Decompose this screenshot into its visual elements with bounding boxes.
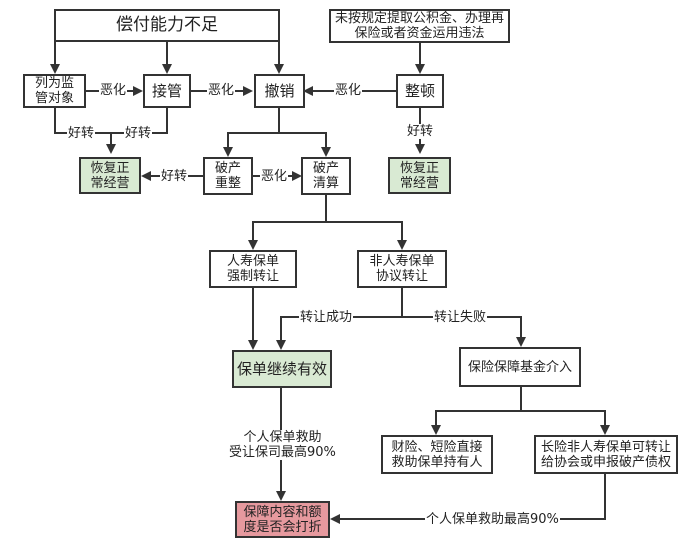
label-improve-4: 好转 [160,169,189,184]
node-pc-rescue: 财险、短险直接 救助保单持有人 [381,435,493,474]
node-takeover: 接管 [143,74,191,108]
label-improve-3: 好转 [406,124,435,139]
label-worsen-1: 恶化 [99,83,128,98]
node-reorg: 破产 重整 [203,157,253,195]
node-long-nonlife: 长险非人寿保单可转让 给协会或申报破产债权 [534,435,678,474]
label-improve-2: 好转 [124,126,153,141]
node-recover-left: 恢复正 常经营 [79,157,141,194]
node-policy-continue: 保单继续有效 [232,350,332,388]
node-discount-question: 保障内容和额 度是否会打折 [235,501,330,538]
label-transfer-success: 转让成功 [299,310,354,325]
edge-fund-split [431,387,522,435]
node-insolvency: 偿付能力不足 [54,9,280,42]
label-rescue-90-b: 个人保单救助最高90% [425,512,560,527]
edge-longnonlife-discount [330,473,606,524]
node-violation: 未按规定提取公积金、办理再 保险或者资金运用违法 [329,9,510,43]
node-recover-right: 恢复正 常经营 [388,157,451,194]
label-worsen-3: 恶化 [334,83,363,98]
label-transfer-fail: 转让失败 [433,310,488,325]
edge-revoke-split [227,107,280,153]
node-supervision: 列为监 管对象 [23,74,86,108]
label-improve-1: 好转 [67,126,96,141]
edge-liquidation-split [248,195,327,250]
node-liquidation: 破产 清算 [301,157,351,195]
node-rectify: 整顿 [396,74,444,108]
node-life-transfer: 人寿保单 强制转让 [209,250,297,288]
node-fund-intervene: 保险保障基金介入 [459,347,581,387]
node-nonlife-transfer: 非人寿保单 协议转让 [357,250,447,288]
node-revoke: 撤销 [254,74,305,108]
label-worsen-4: 恶化 [260,169,289,184]
label-worsen-2: 恶化 [207,83,236,98]
label-rescue-90-a: 个人保单救助 受让保司最高90% [228,430,337,460]
